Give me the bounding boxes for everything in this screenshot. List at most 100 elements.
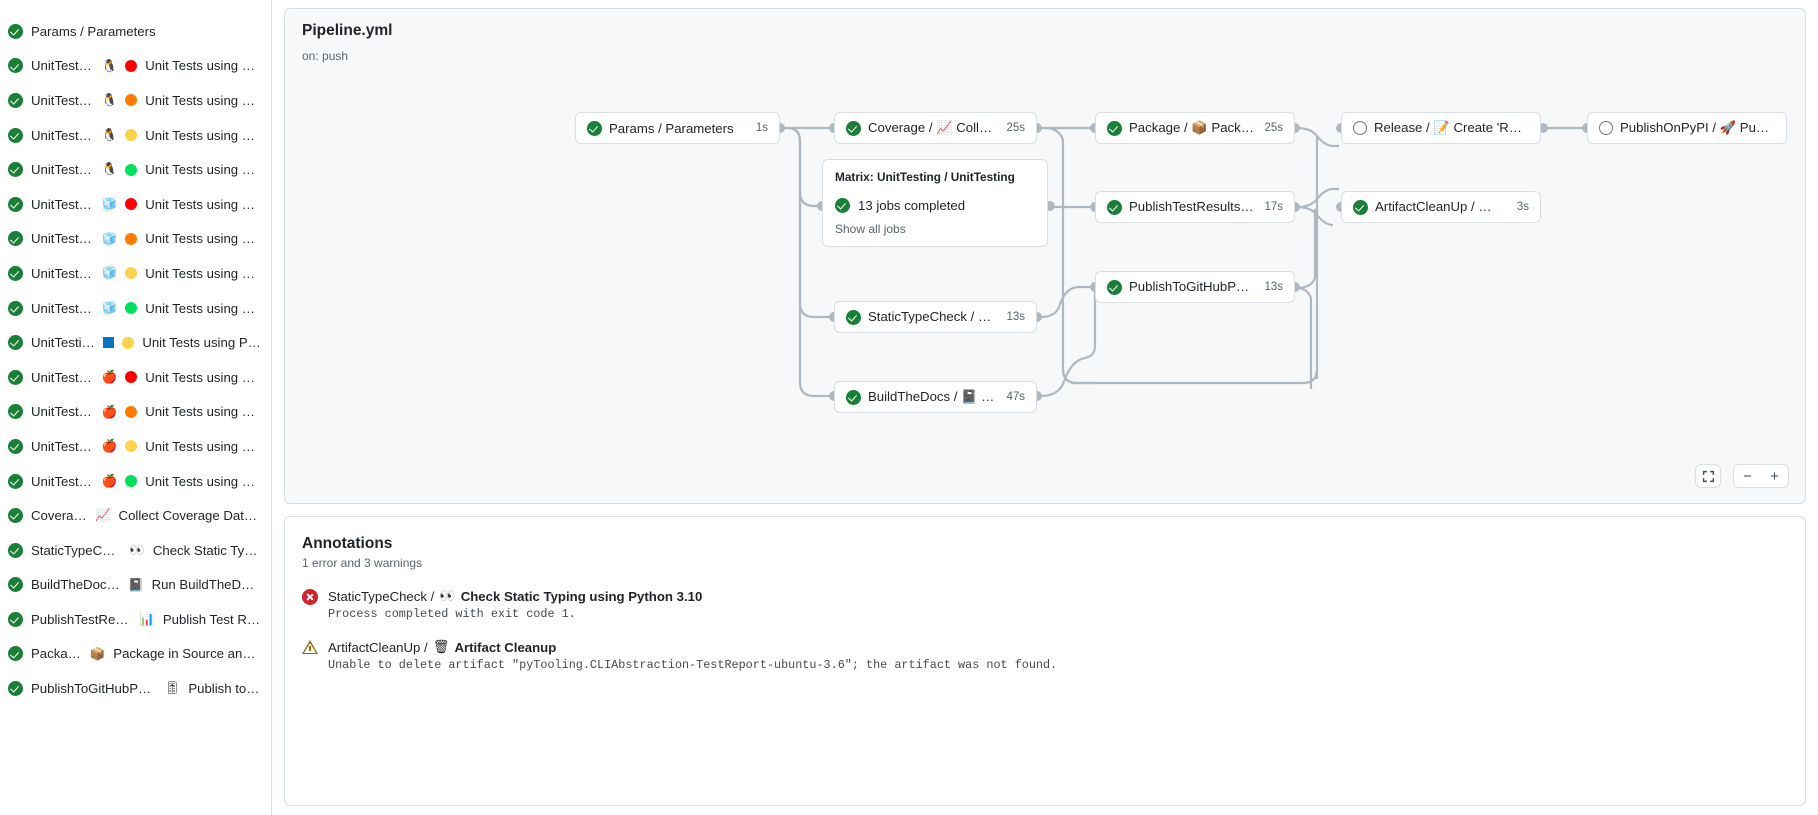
sidebar-job-item[interactable]: UnitTesting / 🐧Unit Tests using Pyth... bbox=[0, 152, 271, 187]
sidebar-job-step-label: Unit Tests using Pyth... bbox=[145, 404, 261, 420]
sidebar-job-label: UnitTesting / bbox=[31, 300, 94, 316]
annotation-emoji-icon: 👀 bbox=[439, 588, 456, 603]
python-version-dot-icon bbox=[125, 198, 138, 211]
sidebar-job-label: UnitTesting / bbox=[31, 369, 94, 385]
sidebar-job-label: UnitTesting / bbox=[31, 231, 94, 247]
zoom-controls: − + bbox=[1695, 464, 1789, 488]
graph-node-buildthedocs[interactable]: BuildTheDocs / 📓 Run Buil...47s bbox=[834, 381, 1037, 413]
sidebar-job-item[interactable]: UnitTesting / 🍎Unit Tests using Pyth... bbox=[0, 429, 271, 464]
sidebar-job-label: UnitTesting / bbox=[31, 265, 94, 281]
page-title: Pipeline.yml bbox=[302, 22, 393, 39]
python-version-dot-icon bbox=[125, 475, 138, 488]
graph-node-duration: 3s bbox=[1516, 201, 1529, 213]
sidebar-job-item[interactable]: UnitTesting / 🐧Unit Tests using Pyth... bbox=[0, 118, 271, 153]
sidebar-job-step-label: Unit Tests using Pyth... bbox=[145, 58, 261, 74]
graph-node-statictypecheck[interactable]: StaticTypeCheck / 👀 Chec...13s bbox=[834, 301, 1037, 333]
python-version-dot-icon bbox=[122, 336, 135, 349]
sidebar-job-label: UnitTesting / bbox=[31, 58, 94, 74]
success-icon bbox=[8, 265, 23, 281]
graph-node-package[interactable]: Package / 📦 Package in So...25s bbox=[1095, 112, 1295, 144]
os-emoji-icon: 🧊 bbox=[101, 231, 118, 246]
error-icon bbox=[302, 589, 318, 621]
sidebar-job-label: PublishToGitHubPages / bbox=[31, 681, 157, 697]
graph-node-publishtogithubpages[interactable]: PublishToGitHubPages / 🎚 ...13s bbox=[1095, 271, 1295, 303]
os-emoji-icon: 📦 bbox=[89, 646, 106, 661]
python-version-dot-icon bbox=[125, 371, 138, 384]
sidebar-job-item[interactable]: UnitTesting / 🧊Unit Tests using Pyth... bbox=[0, 256, 271, 291]
success-icon bbox=[8, 473, 23, 489]
sidebar-job-item[interactable]: PublishTestResults / 📊Publish Test Resu.… bbox=[0, 602, 271, 637]
success-icon bbox=[8, 404, 23, 420]
sidebar-job-step-label: Unit Tests using Pyth... bbox=[145, 300, 261, 316]
success-icon bbox=[846, 309, 861, 325]
python-version-dot-icon bbox=[125, 163, 138, 176]
python-version-dot-icon bbox=[125, 267, 138, 280]
sidebar-job-item[interactable]: UnitTesting / 🐧Unit Tests using Pyth... bbox=[0, 83, 271, 118]
sidebar-job-item[interactable]: UnitTesting / 🐧Unit Tests using Pyth... bbox=[0, 49, 271, 84]
success-icon bbox=[8, 438, 23, 454]
success-icon bbox=[8, 196, 23, 212]
annotation-emoji-icon: 🗑 bbox=[432, 639, 450, 654]
sidebar-job-label: Params / Parameters bbox=[31, 23, 156, 39]
sidebar-job-label: UnitTesting / bbox=[31, 196, 94, 212]
workflow-graph-card: Pipeline.yml on: push bbox=[284, 8, 1806, 504]
sidebar-job-item[interactable]: Package / 📦 Package in Source and Wh... bbox=[0, 637, 271, 672]
annotation-heading: ArtifactCleanUp / 🗑Artifact Cleanup bbox=[328, 639, 1057, 655]
python-version-dot-icon bbox=[125, 129, 138, 142]
zoom-out-button[interactable]: − bbox=[1743, 467, 1752, 485]
sidebar-job-item[interactable]: Params / Parameters bbox=[0, 14, 271, 49]
warning-icon bbox=[302, 640, 318, 672]
graph-node-coverage[interactable]: Coverage / 📈 Collect Cove...25s bbox=[834, 112, 1037, 144]
sidebar-job-item[interactable]: UnitTesting / Unit Tests using Pyth... bbox=[0, 325, 271, 360]
matrix-group[interactable]: Matrix: UnitTesting / UnitTesting 13 job… bbox=[822, 159, 1048, 247]
sidebar-job-item[interactable]: UnitTesting / 🧊Unit Tests using Pyth... bbox=[0, 222, 271, 257]
sidebar-job-label: Package / bbox=[31, 646, 82, 662]
success-icon bbox=[8, 542, 23, 558]
show-all-jobs-link[interactable]: Show all jobs bbox=[835, 222, 906, 236]
sidebar-job-item[interactable]: UnitTesting / 🧊Unit Tests using Pyth... bbox=[0, 187, 271, 222]
success-icon bbox=[8, 335, 23, 351]
graph-node-duration: 25s bbox=[1006, 122, 1025, 134]
graph-node-publishtestresults[interactable]: PublishTestResults / 📊 Pu...17s bbox=[1095, 191, 1295, 223]
success-icon bbox=[8, 508, 23, 524]
success-icon bbox=[8, 681, 23, 697]
fit-screen-button[interactable] bbox=[1695, 464, 1721, 488]
sidebar-job-label: PublishTestResults / bbox=[31, 611, 131, 627]
sidebar-job-item[interactable]: UnitTesting / 🍎Unit Tests using Pyth... bbox=[0, 395, 271, 430]
zoom-in-button[interactable]: + bbox=[1770, 467, 1779, 485]
os-emoji-icon: 🧊 bbox=[101, 266, 118, 281]
python-version-dot-icon bbox=[125, 232, 138, 245]
graph-node-release[interactable]: Release / 📝 Create 'Release P... bbox=[1341, 112, 1541, 144]
python-version-dot-icon bbox=[125, 94, 138, 107]
sidebar-job-item[interactable]: PublishToGitHubPages / 🎚Publish to G... bbox=[0, 671, 271, 706]
os-emoji-icon: 🍎 bbox=[101, 439, 118, 454]
sidebar-job-item[interactable]: StaticTypeCheck / 👀Check Static Typing..… bbox=[0, 533, 271, 568]
graph-node-label: PublishOnPyPI / 🚀 Publish to ... bbox=[1620, 120, 1775, 135]
python-version-dot-icon bbox=[125, 405, 138, 418]
graph-node-label: PublishToGitHubPages / 🎚 ... bbox=[1129, 279, 1256, 294]
sidebar-job-step-label: Package in Source and Wh... bbox=[113, 646, 261, 662]
os-emoji-icon: 🍎 bbox=[101, 404, 118, 419]
sidebar-job-item[interactable]: UnitTesting / 🍎Unit Tests using Pyth... bbox=[0, 464, 271, 499]
os-emoji-icon: 🐧 bbox=[101, 127, 118, 142]
graph-node-publishonpypi[interactable]: PublishOnPyPI / 🚀 Publish to ... bbox=[1587, 112, 1787, 144]
sidebar-job-item[interactable]: Coverage / 📈Collect Coverage Data usi... bbox=[0, 498, 271, 533]
sidebar-job-item[interactable]: UnitTesting / 🧊Unit Tests using Pyth... bbox=[0, 291, 271, 326]
annotations-summary: 1 error and 3 warnings bbox=[302, 556, 423, 570]
success-icon bbox=[835, 198, 850, 213]
graph-node-artifactcleanup[interactable]: ArtifactCleanUp / 🗑 Artifac...3s bbox=[1341, 191, 1541, 223]
success-icon bbox=[8, 369, 23, 385]
sidebar-job-step-label: Unit Tests using Pyth... bbox=[145, 162, 261, 178]
graph-node-duration: 25s bbox=[1264, 122, 1283, 134]
sidebar-job-item[interactable]: UnitTesting / 🍎Unit Tests using Pyth... bbox=[0, 360, 271, 395]
sidebar-job-step-label: Unit Tests using Pyth... bbox=[145, 438, 261, 454]
sidebar-job-item[interactable]: BuildTheDocs / 📓Run BuildTheDocs bbox=[0, 568, 271, 603]
matrix-summary-row[interactable]: 13 jobs completed bbox=[835, 198, 1035, 213]
success-icon bbox=[8, 611, 23, 627]
workflow-trigger: on: push bbox=[302, 49, 349, 63]
python-version-dot-icon bbox=[125, 59, 138, 72]
